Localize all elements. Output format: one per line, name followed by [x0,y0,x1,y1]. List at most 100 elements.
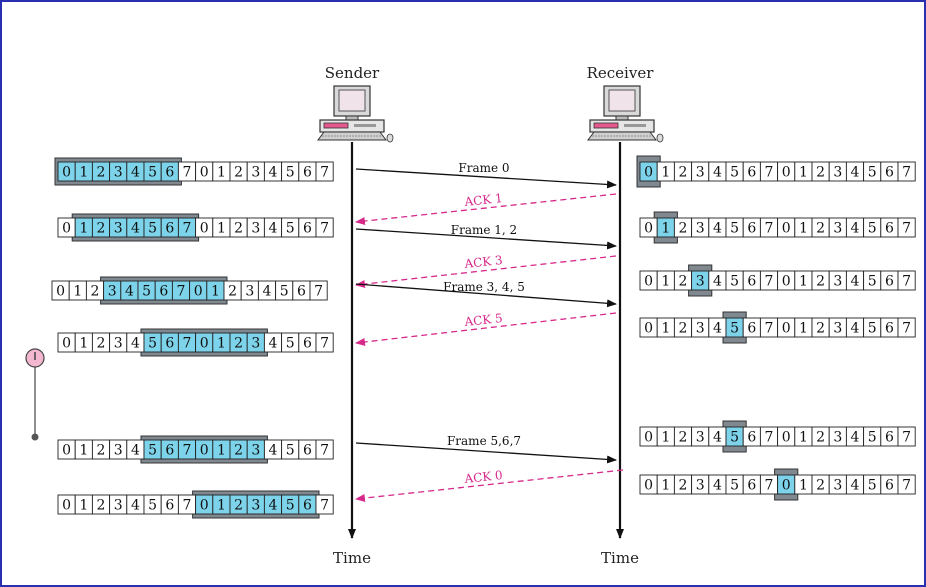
seq-number: 0 [782,478,791,494]
seq-number: 2 [816,478,825,494]
seq-number: 4 [269,221,278,237]
seq-number: 1 [79,498,88,514]
seq-number: 7 [183,336,192,352]
seq-number: 6 [747,430,756,446]
seq-number: 6 [303,336,312,352]
seq-number: 7 [320,165,329,181]
seq-number: 7 [902,165,911,181]
frame-message: Frame 3, 4, 5 [355,280,617,308]
seq-number: 1 [79,443,88,459]
seq-number: 7 [765,478,774,494]
seq-number: 4 [713,430,722,446]
seq-number: 7 [320,221,329,237]
seq-cell [315,494,334,515]
seq-number: 4 [713,274,722,290]
seq-number: 1 [799,430,808,446]
seq-number: 2 [679,430,688,446]
seq-number: 0 [644,221,653,237]
seq-number: 7 [320,498,329,514]
seq-number: 2 [97,336,106,352]
seq-number: 6 [165,336,174,352]
frame-arrow [355,442,617,464]
seq-cell [309,280,328,301]
seq-number: 4 [851,321,860,337]
ack-label: ACK 1 [463,191,504,209]
seq-number: 4 [269,498,278,514]
seq-number: 5 [730,274,739,290]
seq-number: 1 [661,165,670,181]
seq-number: 7 [902,274,911,290]
seq-number: 0 [782,165,791,181]
seq-number: 1 [661,430,670,446]
seq-number: 5 [148,336,157,352]
seq-number: 0 [62,336,71,352]
seq-cell [897,317,916,338]
seq-number: 0 [200,498,209,514]
seq-number: 5 [730,221,739,237]
frame-message: Frame 5,6,7 [355,434,617,464]
seq-number: 1 [799,274,808,290]
ack-message: ACK 1 [355,191,617,226]
seq-number: 4 [713,221,722,237]
seq-number: 0 [62,165,71,181]
receiver-computer-icon [587,85,664,143]
seq-cell [897,426,916,447]
seq-number: 4 [851,221,860,237]
seq-number: 1 [79,165,88,181]
seq-number: 4 [851,274,860,290]
seq-number: 6 [885,478,894,494]
seq-number: 2 [91,284,100,300]
seq-number: 2 [679,478,688,494]
seq-number: 1 [661,321,670,337]
seq-number: 4 [851,478,860,494]
seq-number: 1 [217,165,226,181]
seq-number: 3 [245,284,254,300]
seq-number: 3 [114,221,123,237]
seq-number: 0 [62,221,71,237]
seq-number: 3 [696,165,705,181]
seq-number: 5 [148,165,157,181]
seq-number: 0 [644,274,653,290]
seq-number: 1 [799,321,808,337]
seq-number: 6 [885,221,894,237]
seq-number: 7 [765,430,774,446]
seq-number: 2 [816,321,825,337]
seq-number: 3 [251,165,260,181]
seq-number: 2 [679,221,688,237]
seq-number: 5 [868,221,877,237]
seq-number: 3 [833,165,842,181]
seq-number: 5 [730,478,739,494]
seq-number: 3 [108,284,117,300]
seq-number: 3 [833,274,842,290]
seq-number: 3 [114,498,123,514]
seq-number: 1 [217,336,226,352]
seq-number: 5 [286,443,295,459]
seq-number: 1 [799,221,808,237]
seq-number: 3 [696,321,705,337]
seq-number: 2 [816,430,825,446]
seq-number: 3 [251,336,260,352]
seq-number: 4 [263,284,272,300]
seq-number: 7 [765,274,774,290]
seq-number: 7 [314,284,323,300]
seq-number: 0 [200,221,209,237]
seq-number: 5 [868,478,877,494]
seq-number: 4 [125,284,134,300]
seq-cell [897,474,916,495]
seq-cell [315,332,334,353]
seq-number: 5 [148,221,157,237]
seq-number: 5 [730,321,739,337]
frame-label: Frame 5,6,7 [447,434,521,448]
seq-number: 5 [142,284,151,300]
seq-number: 7 [320,336,329,352]
seq-number: 2 [234,336,243,352]
receiver-label: Receiver [587,64,655,82]
ack-message: ACK 5 [355,311,617,346]
